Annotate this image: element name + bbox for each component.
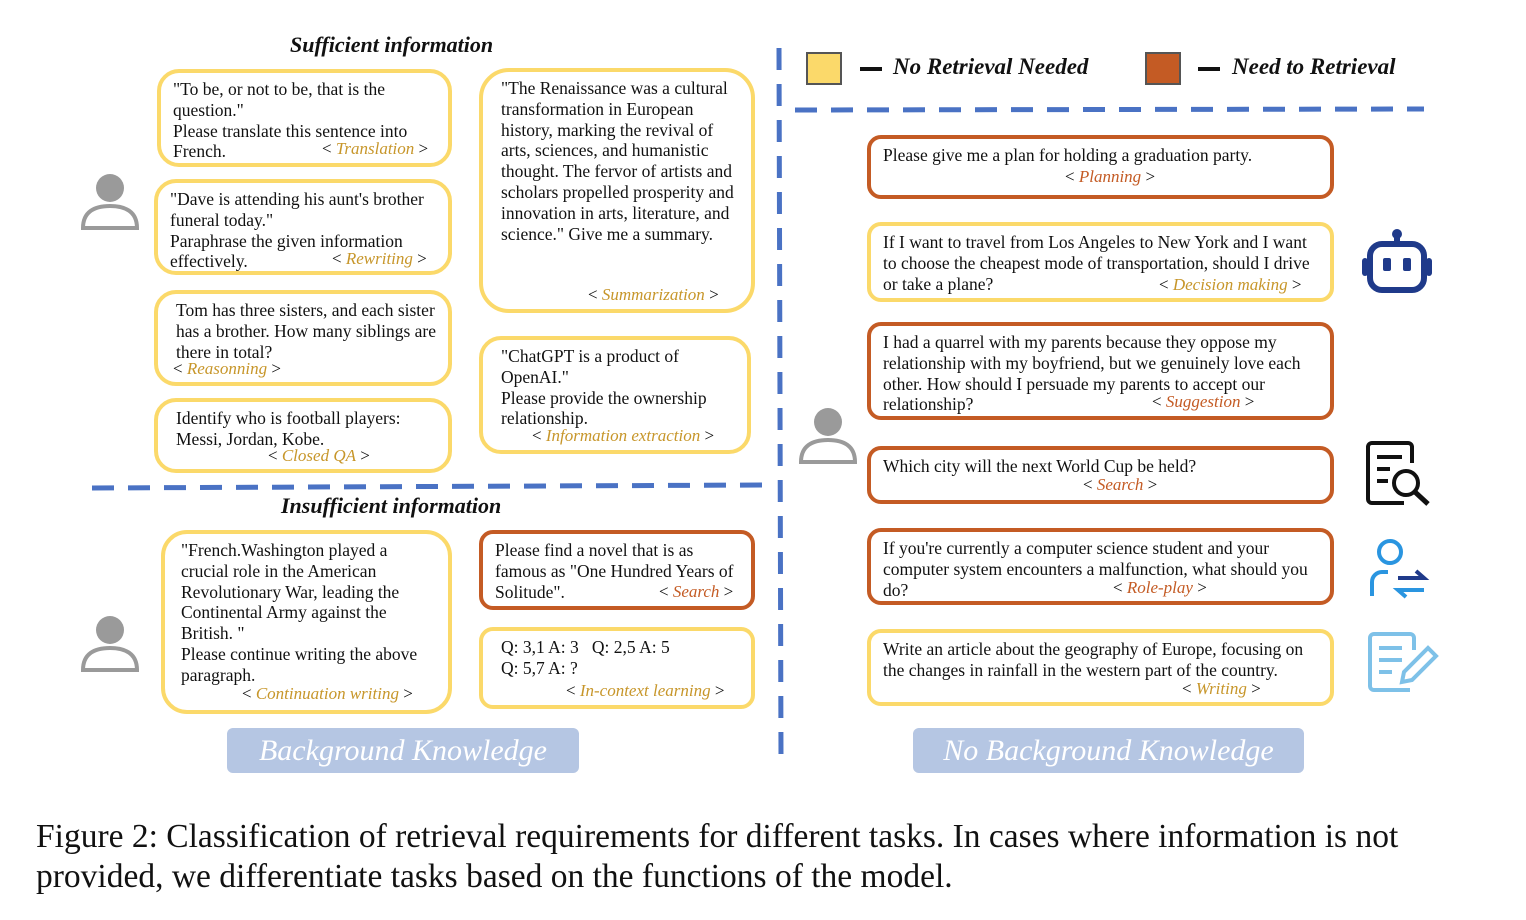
task-tag: < Search > xyxy=(659,582,734,601)
background-knowledge-label: Background Knowledge xyxy=(227,728,579,773)
task-tag: < Closed QA > xyxy=(268,446,370,465)
decision-making-task-box: If I want to travel from Los Angeles to … xyxy=(867,222,1334,302)
task-text: Identify who is football players: Messi,… xyxy=(176,408,401,449)
in-context-learning-task-box: Q: 3,1 A: 3 Q: 2,5 A: 5 Q: 5,7 A: ? xyxy=(479,627,755,709)
document-search-icon xyxy=(1366,441,1430,506)
planning-task-box: Please give me a plan for holding a grad… xyxy=(867,135,1334,199)
figure-caption: Figure 2: Classification of retrieval re… xyxy=(36,818,1399,895)
role-swap-icon xyxy=(1370,539,1430,599)
task-tag: < Suggestion > xyxy=(1152,392,1255,411)
closed-qa-task-box: Identify who is football players: Messi,… xyxy=(154,398,452,473)
task-text: "Dave is attending his aunt's brother fu… xyxy=(170,189,424,272)
task-text: Tom has three sisters, and each sister h… xyxy=(176,300,437,362)
need-retrieval-legend-label: Need to Retrieval xyxy=(1232,54,1396,79)
task-text: I had a quarrel with my parents because … xyxy=(883,332,1301,415)
task-tag: < Summarization > xyxy=(588,285,719,304)
task-text: "To be, or not to be, that is the questi… xyxy=(173,79,408,162)
no-retrieval-legend-label: No Retrieval Needed xyxy=(893,54,1089,79)
task-tag: < Rewriting > xyxy=(332,249,427,268)
legend-dash xyxy=(860,67,882,71)
vertical-divider xyxy=(776,47,784,761)
need-retrieval-swatch xyxy=(1145,52,1181,85)
legend-dash xyxy=(1198,67,1220,71)
search-task-box-right: Which city will the next World Cup be he… xyxy=(867,446,1334,504)
task-tag: < Search > xyxy=(1083,475,1158,494)
task-text: "ChatGPT is a product of OpenAI." Please… xyxy=(501,346,707,429)
user-icon xyxy=(798,408,858,464)
task-tag: < Reasonning > xyxy=(173,359,281,378)
writing-task-box: Write an article about the geography of … xyxy=(867,629,1334,706)
horizontal-divider-left xyxy=(91,482,763,491)
robot-icon xyxy=(1362,229,1432,293)
information-extraction-task-box: "ChatGPT is a product of OpenAI." Please… xyxy=(479,336,751,454)
task-text: Write an article about the geography of … xyxy=(883,639,1304,680)
no-retrieval-swatch xyxy=(806,52,842,85)
task-text: If you're currently a computer science s… xyxy=(883,538,1308,600)
edit-document-icon xyxy=(1368,632,1439,692)
user-icon xyxy=(80,616,140,672)
insufficient-information-title: Insufficient information xyxy=(281,493,502,518)
task-text: If I want to travel from Los Angeles to … xyxy=(883,232,1310,294)
task-tag: < Planning > xyxy=(1065,167,1156,186)
task-tag: < Continuation writing > xyxy=(242,684,413,703)
task-text: "French.Washington played a crucial role… xyxy=(181,540,418,685)
search-task-box-left: Please find a novel that is as famous as… xyxy=(479,530,755,610)
task-tag: < Translation > xyxy=(322,139,429,158)
sufficient-information-title: Sufficient information xyxy=(290,32,494,57)
translation-task-box: "To be, or not to be, that is the questi… xyxy=(157,69,452,167)
task-text: Q: 3,1 A: 3 Q: 2,5 A: 5 Q: 5,7 A: ? xyxy=(501,637,670,678)
continuation-writing-task-box: "French.Washington played a crucial role… xyxy=(161,530,452,714)
suggestion-task-box: I had a quarrel with my parents because … xyxy=(867,322,1334,420)
task-tag: < Role-play > xyxy=(1113,578,1207,597)
task-text: Please find a novel that is as famous as… xyxy=(495,540,734,602)
task-tag: < Decision making > xyxy=(1159,275,1302,294)
task-text: "The Renaissance was a cultural transfor… xyxy=(501,78,734,244)
summarization-task-box: "The Renaissance was a cultural transfor… xyxy=(479,68,755,313)
task-tag: < In-context learning > xyxy=(566,681,725,700)
role-play-task-box: If you're currently a computer science s… xyxy=(867,528,1334,605)
task-tag: < Information extraction > xyxy=(532,426,715,445)
task-text: Which city will the next World Cup be he… xyxy=(883,456,1197,476)
no-background-knowledge-label: No Background Knowledge xyxy=(913,728,1304,773)
user-icon xyxy=(80,174,140,230)
horizontal-divider-right xyxy=(794,106,1425,113)
task-text: Please give me a plan for holding a grad… xyxy=(883,145,1253,165)
reasoning-task-box: Tom has three sisters, and each sister h… xyxy=(154,290,452,386)
rewriting-task-box: "Dave is attending his aunt's brother fu… xyxy=(154,179,452,275)
task-tag: < Writing > xyxy=(1182,679,1261,698)
